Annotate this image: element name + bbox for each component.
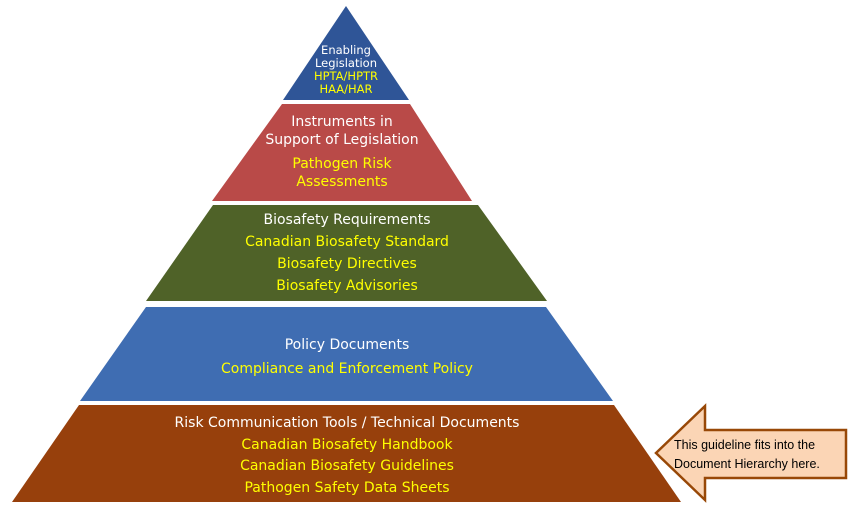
tier-title: Policy Documents <box>284 337 410 353</box>
tier-3-shape <box>146 205 547 301</box>
tier-item: Assessments <box>296 174 388 190</box>
tier-item: Canadian Biosafety Handbook <box>241 436 453 453</box>
tier-title: Enabling <box>321 43 371 57</box>
tier-item: HPTA/HPTR <box>313 69 379 83</box>
tier-title: Instruments in <box>291 114 393 130</box>
callout-line: This guideline fits into the <box>674 438 816 452</box>
callout-text: This guideline fits into the Document Hi… <box>674 436 844 474</box>
tier-item: Biosafety Advisories <box>276 278 418 294</box>
tier-risk-communication: Risk Communication Tools / Technical Doc… <box>80 413 614 499</box>
tier-4-shape <box>80 307 613 401</box>
tier-title: Risk Communication Tools / Technical Doc… <box>174 415 520 431</box>
tier-item: Canadian Biosafety Standard <box>245 234 449 250</box>
tier-item: HAA/HAR <box>319 82 373 96</box>
tier-item: Biosafety Directives <box>277 256 417 272</box>
tier-biosafety-requirements: Biosafety Requirements Canadian Biosafet… <box>180 209 514 297</box>
callout-arrow-shape <box>654 403 848 503</box>
tier-5-shape <box>12 405 681 502</box>
tier-item: Pathogen Safety Data Sheets <box>244 479 450 496</box>
tier-item: Compliance and Enforcement Policy <box>221 361 473 377</box>
tier-enabling-legislation: Enabling Legislation HPTA/HPTR HAA/HAR <box>283 44 409 96</box>
tier-1-shape <box>283 6 409 100</box>
callout-line: Document Hierarchy here. <box>674 457 820 471</box>
tier-item: Canadian Biosafety Guidelines <box>240 458 454 474</box>
tier-2-shape <box>212 104 472 201</box>
tier-item: Pathogen Risk <box>292 156 392 172</box>
tier-title: Support of Legislation <box>265 132 419 148</box>
tier-title: Biosafety Requirements <box>263 212 431 228</box>
tier-instruments: Instruments in Support of Legislation Pa… <box>220 113 464 191</box>
tier-policy-documents: Policy Documents Compliance and Enforcem… <box>100 334 594 380</box>
tier-title: Legislation <box>314 56 378 70</box>
